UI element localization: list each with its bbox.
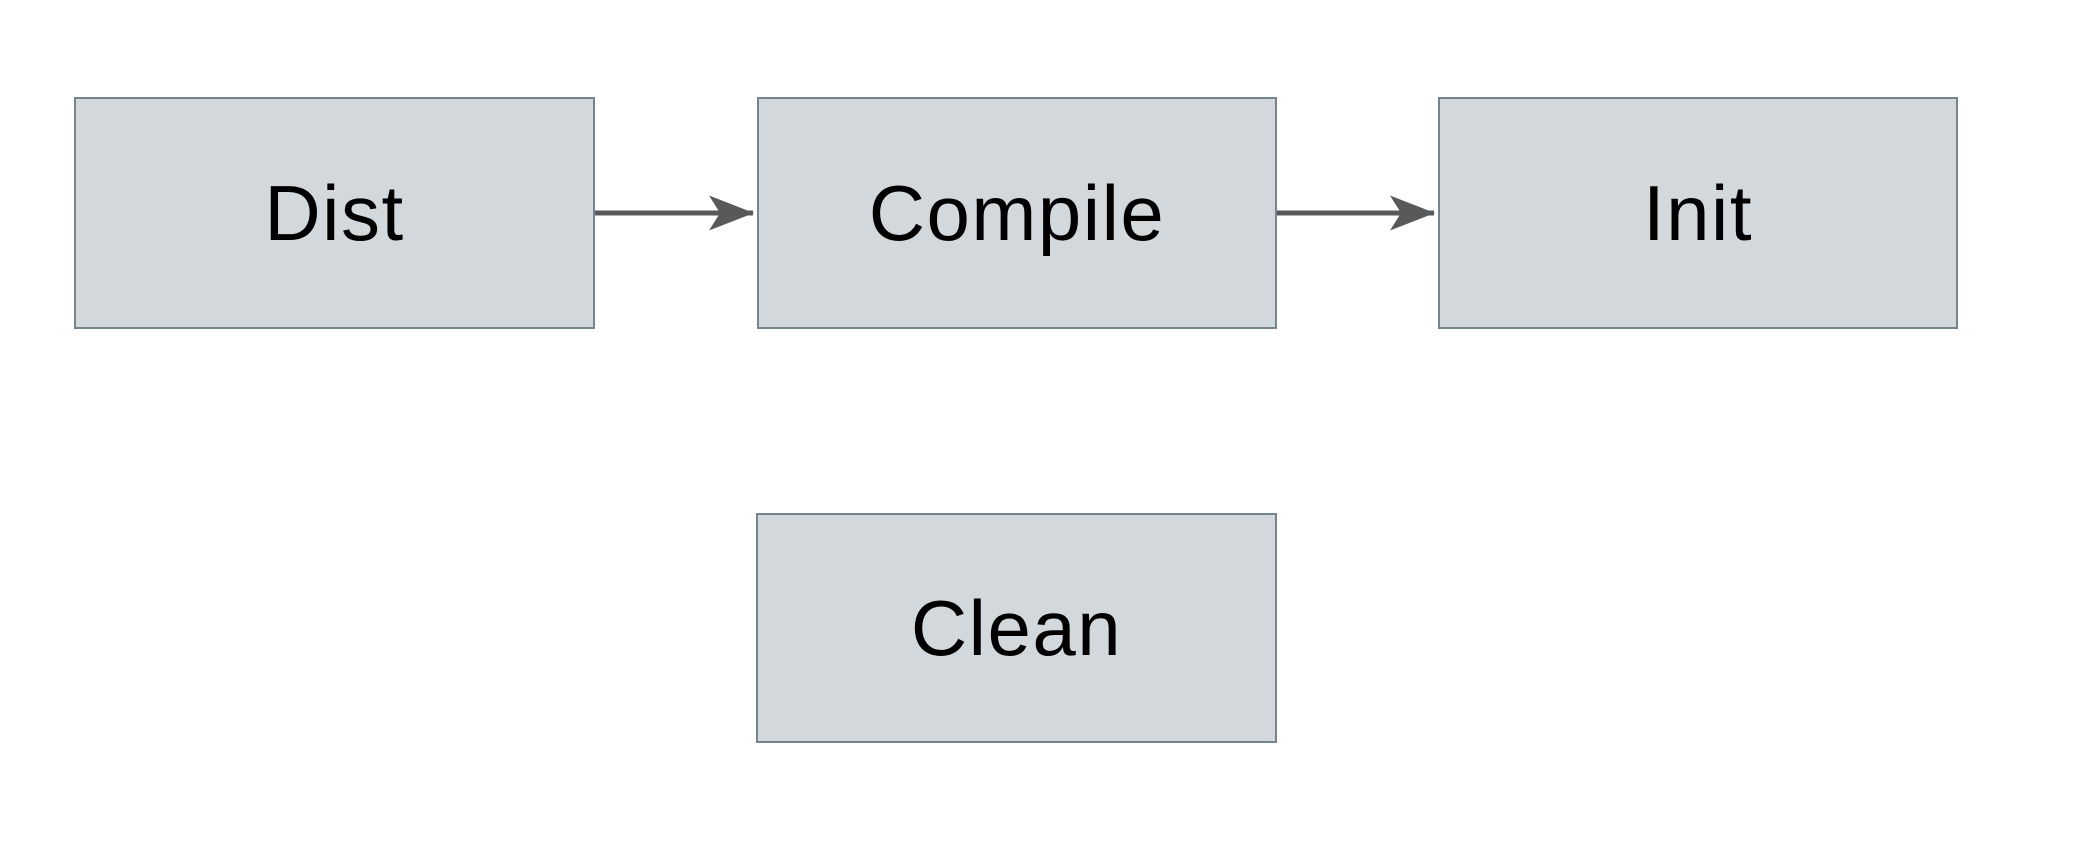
node-compile: Compile [757, 97, 1277, 329]
node-init: Init [1438, 97, 1958, 329]
node-dist: Dist [74, 97, 595, 329]
node-compile-label: Compile [868, 169, 1166, 257]
node-clean: Clean [756, 513, 1277, 743]
node-init-label: Init [1642, 169, 1754, 257]
node-clean-label: Clean [910, 584, 1123, 672]
node-dist-label: Dist [264, 169, 405, 257]
